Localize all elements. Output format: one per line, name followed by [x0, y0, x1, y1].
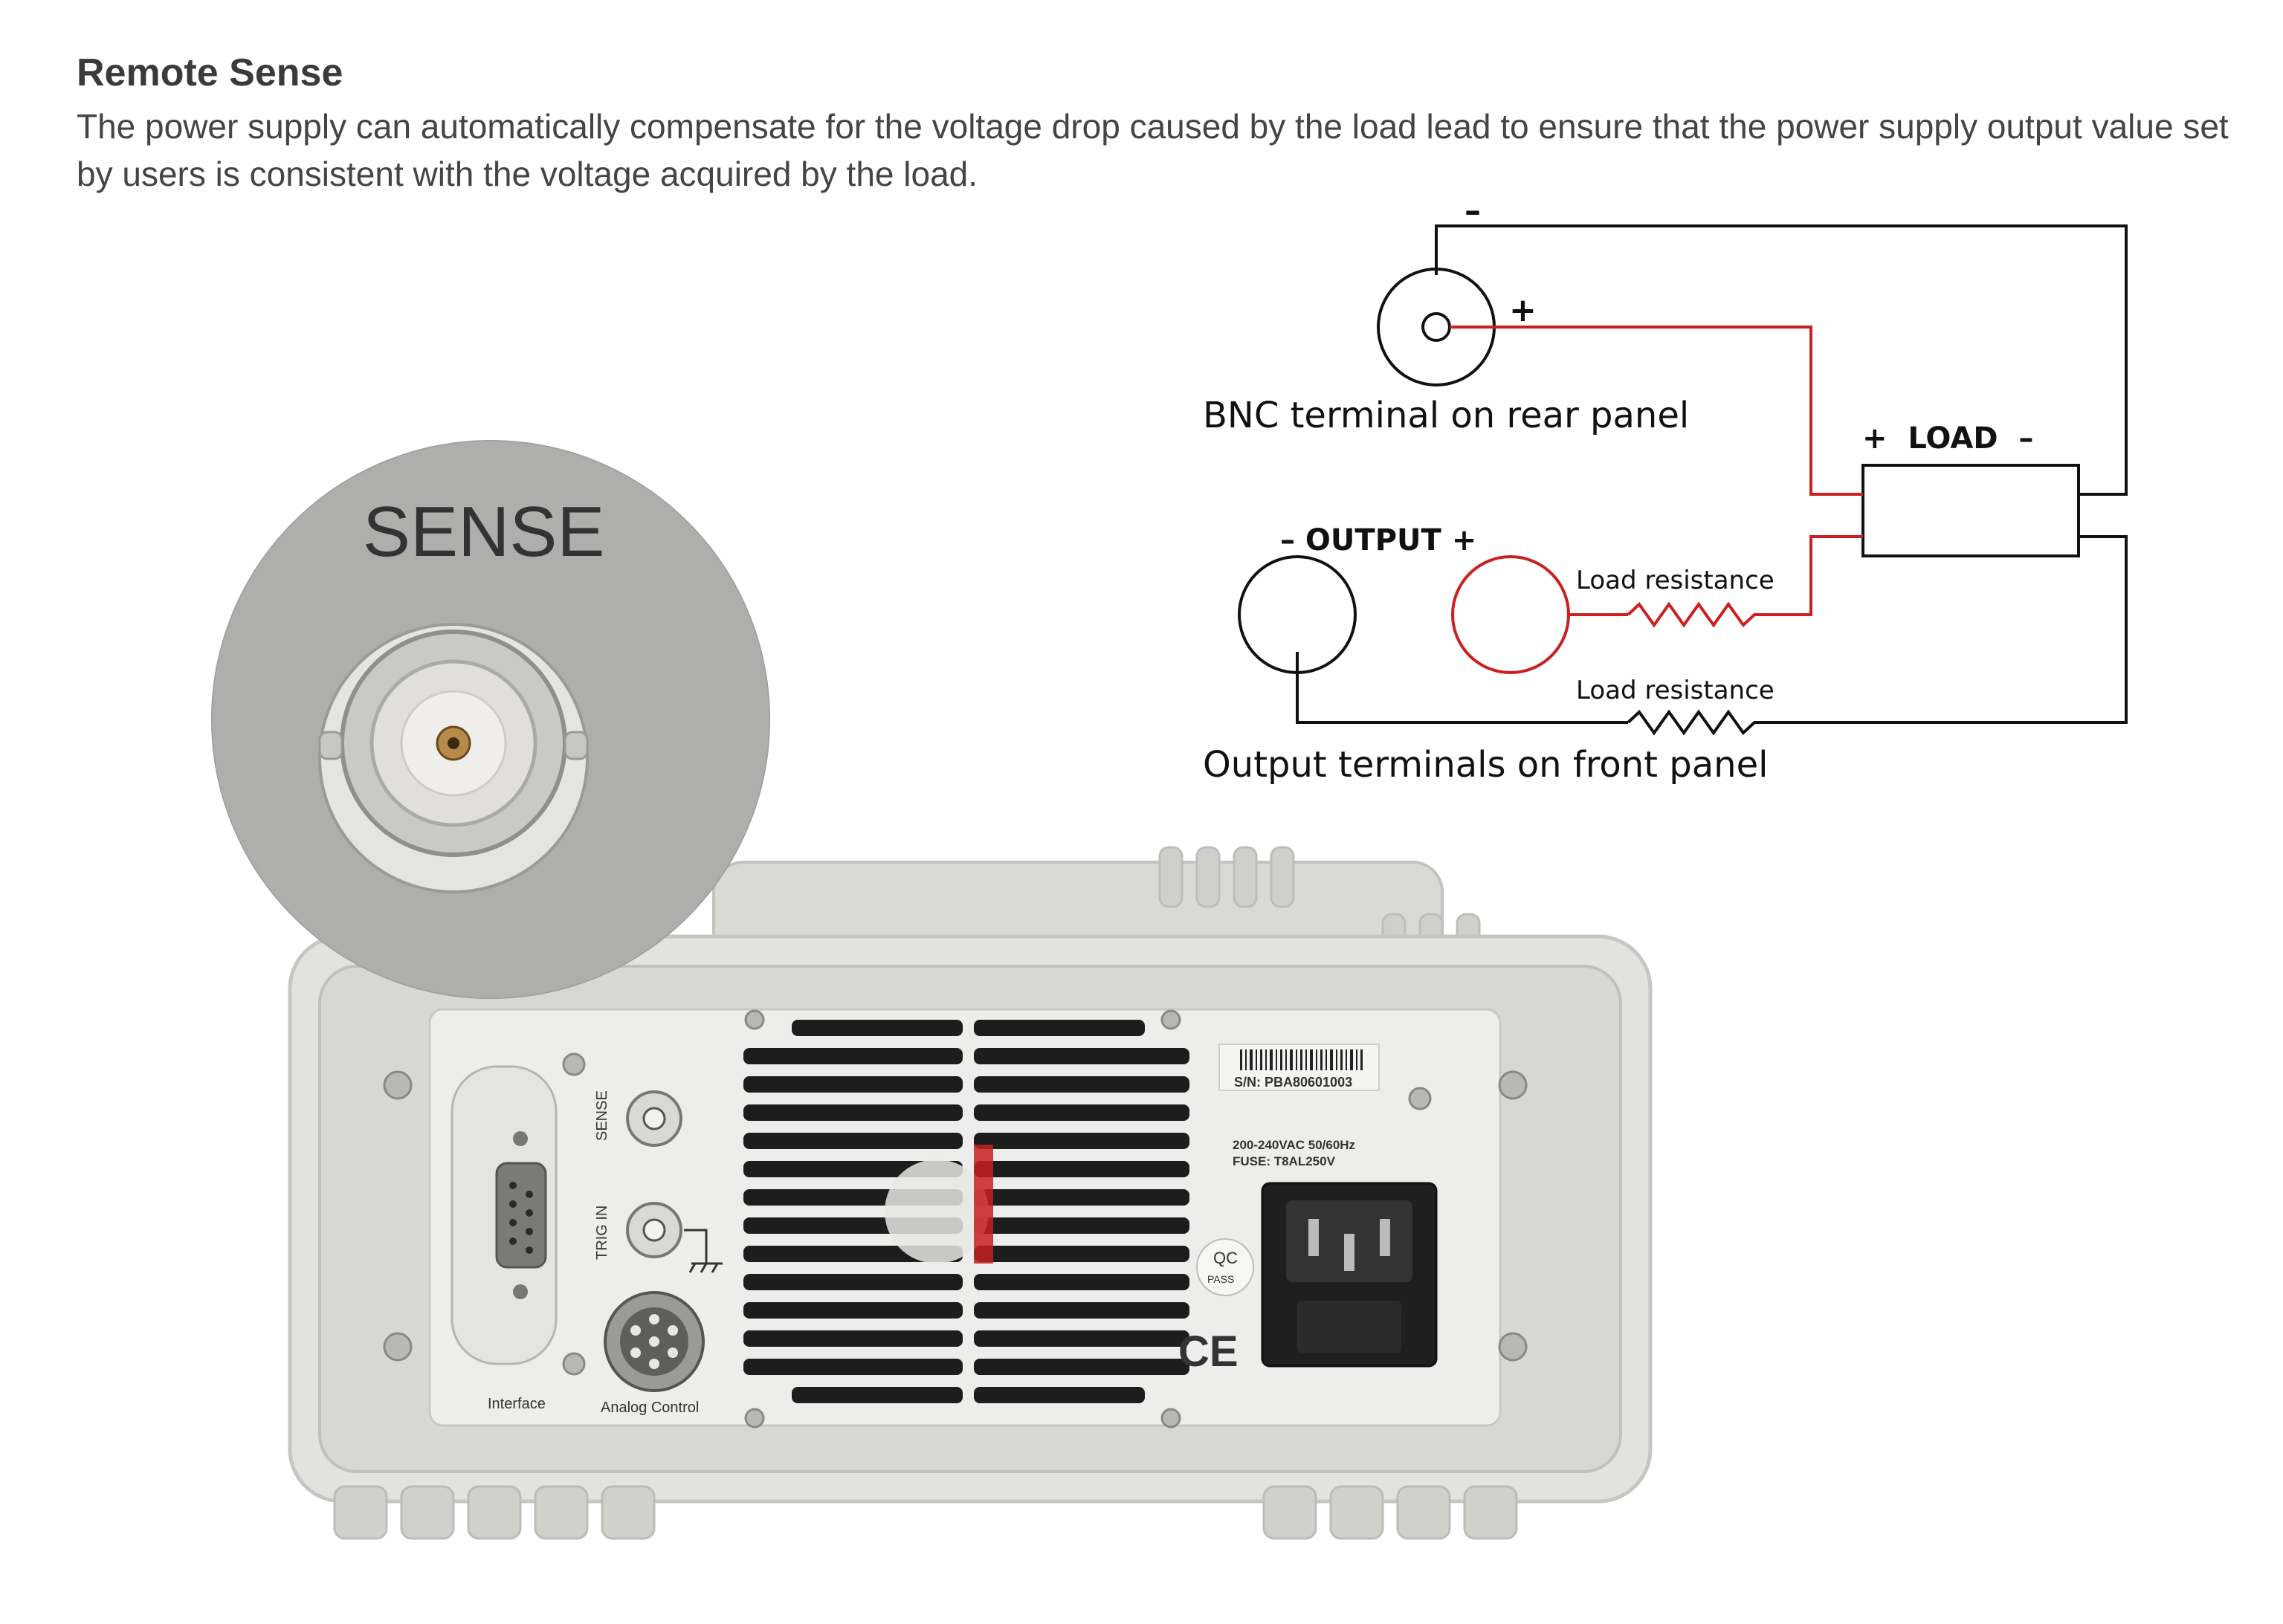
screw-icon — [1160, 1408, 1181, 1429]
load-label: + LOAD – — [1862, 421, 2033, 456]
load-resistance-bottom-label: Load resistance — [1576, 676, 1775, 705]
screw-icon — [1160, 1009, 1181, 1030]
sense-zoom-label: SENSE — [363, 492, 604, 572]
screw-icon — [744, 1009, 765, 1030]
port-trig-label: TRIG IN — [594, 1206, 610, 1260]
barcode-icon — [1240, 1049, 1363, 1070]
qc-pass-sticker — [1196, 1238, 1254, 1296]
serial-number: S/N: PBA80601003 — [1234, 1075, 1352, 1090]
bnc-minus-sign: – — [1465, 192, 1481, 230]
fuse-rating: FUSE: T8AL250V — [1233, 1154, 1336, 1168]
screw-icon — [562, 1352, 586, 1376]
output-negative-terminal — [1238, 555, 1357, 674]
ground-icon — [684, 1229, 723, 1273]
output-positive-terminal — [1451, 555, 1570, 674]
resistor-top-icon — [1627, 601, 1762, 628]
wire-output-positive-right — [1762, 535, 1863, 616]
fan-vent-grille — [743, 1020, 1189, 1403]
qc-pass-text: PASS — [1207, 1273, 1234, 1285]
screw-icon — [383, 1070, 413, 1100]
analog-control-label: Analog Control — [601, 1400, 699, 1416]
wire-output-negative-right — [1762, 535, 2128, 724]
section-description: The power supply can automatically compe… — [77, 107, 2229, 193]
load-resistance-top-label: Load resistance — [1576, 566, 1775, 595]
ce-mark: CE — [1178, 1327, 1239, 1376]
screw-icon — [383, 1332, 413, 1362]
interface-label: Interface — [488, 1396, 546, 1412]
output-label: – OUTPUT + — [1280, 523, 1476, 557]
wire-bnc-negative — [1435, 224, 2128, 496]
resistor-bottom-icon — [1627, 709, 1762, 736]
bnc-plus-sign: + — [1509, 291, 1537, 329]
screw-icon — [562, 1052, 586, 1076]
db9-port — [495, 1162, 547, 1269]
screw-icon — [1498, 1332, 1528, 1362]
port-sense-label: SENSE — [594, 1090, 610, 1141]
section-title: Remote Sense — [77, 51, 343, 94]
load-box — [1861, 464, 2080, 557]
wire-sense-positive — [1450, 326, 1863, 496]
bnc-caption: BNC terminal on rear panel — [1203, 395, 1689, 436]
qc-text: QC — [1213, 1249, 1238, 1267]
screw-icon — [744, 1408, 765, 1429]
wire-output-negative — [1296, 652, 1628, 724]
screw-icon — [1498, 1070, 1528, 1100]
power-rating: 200-240VAC 50/60Hz — [1233, 1138, 1355, 1152]
output-caption: Output terminals on front panel — [1203, 744, 1768, 786]
screw-icon — [1408, 1087, 1432, 1110]
